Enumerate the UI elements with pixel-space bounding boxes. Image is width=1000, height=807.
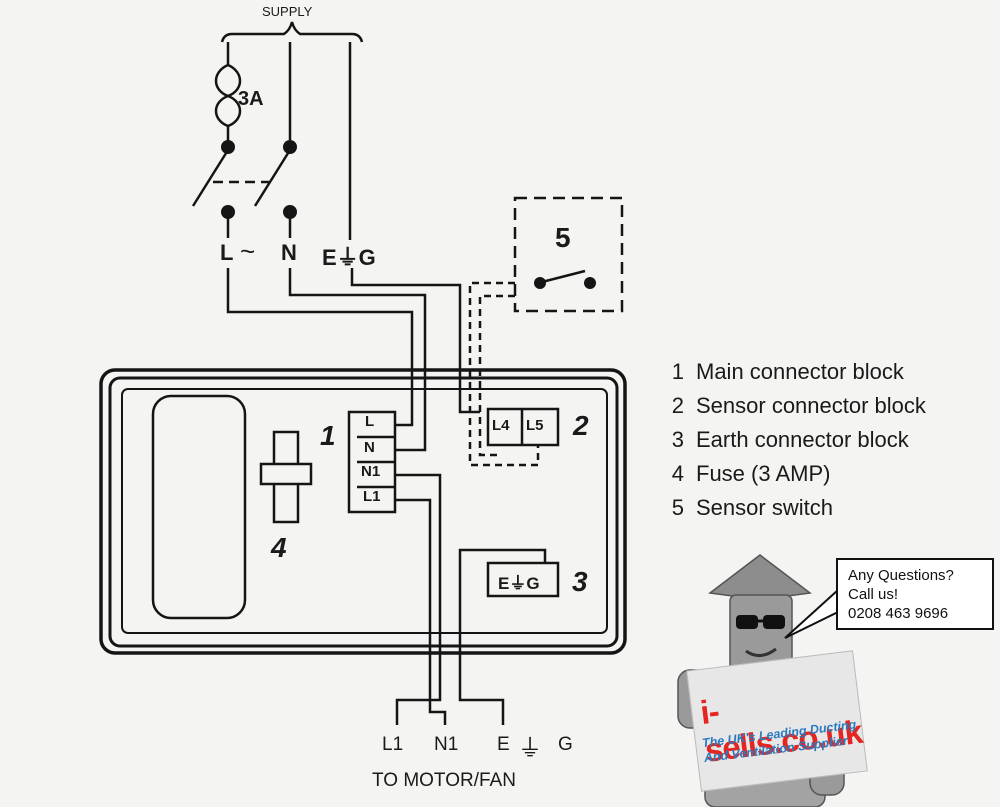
sensor-block-l5: L5 (526, 417, 544, 434)
main-block-n1: N1 (361, 463, 381, 480)
main-block-l: L (365, 413, 375, 430)
legend-number: 4 (671, 461, 684, 486)
fuse-symbol (214, 63, 242, 128)
tilde-symbol: ~ (240, 236, 256, 266)
terminal-l-label: L (220, 240, 234, 265)
phone-number: 0208 463 9696 (848, 605, 949, 622)
main-block-n: N (364, 439, 375, 456)
legend-text: Sensor switch (696, 495, 833, 520)
main-block-l1: L1 (363, 488, 381, 505)
callout-1: 1 (320, 420, 336, 451)
sensor-box-number: 5 (555, 222, 571, 253)
brand-sign: i-sells.co.uk The UK's Leading Ducting A… (686, 650, 868, 792)
fuse-rating-label: 3A (238, 88, 264, 110)
bubble-line-2: Call us! (848, 586, 899, 603)
callout-4: 4 (271, 532, 287, 563)
legend-number: 1 (671, 359, 684, 384)
legend-item: 4 Fuse (3 AMP) (668, 457, 926, 491)
legend: 1 Main connector block 2 Sensor connector … (668, 355, 926, 525)
supply-label: SUPPLY (262, 4, 313, 19)
contact-speech-bubble: Any Questions? Call us! 0208 463 9696 (836, 558, 994, 630)
callout-3: 3 (572, 566, 588, 597)
legend-text: Main connector block (696, 359, 904, 384)
motor-terminal-n1: N1 (434, 734, 459, 755)
legend-number: 3 (671, 427, 684, 452)
motor-terminal-l1: L1 (382, 734, 404, 755)
bubble-line-1: Any Questions? (848, 567, 954, 584)
earth-block-label: E⏚G (498, 574, 540, 593)
legend-item: 2 Sensor connector block (668, 389, 926, 423)
terminal-n-label: N (281, 240, 297, 265)
supply-bracket (220, 21, 364, 43)
terminal-eg-label: E⏚G (322, 245, 376, 270)
bubble-pointer (784, 590, 840, 639)
earth-connector-block (486, 561, 560, 598)
legend-number: 2 (671, 393, 684, 418)
legend-item: 5 Sensor switch (668, 491, 926, 525)
sensor-block-l4: L4 (492, 417, 510, 434)
legend-text: Fuse (3 AMP) (696, 461, 831, 486)
legend-item: 3 Earth connector block (668, 423, 926, 457)
motor-label: TO MOTOR/FAN (372, 770, 516, 791)
legend-item: 1 Main connector block (668, 355, 926, 389)
motor-terminal-e: E (497, 734, 510, 755)
earth-symbol: ⏚ (518, 735, 542, 762)
motor-terminal-g: G (558, 734, 573, 755)
legend-number: 5 (671, 495, 684, 520)
legend-text: Earth connector block (696, 427, 909, 452)
callout-2: 2 (573, 410, 589, 441)
sensor-switch-box (513, 196, 624, 313)
legend-text: Sensor connector block (696, 393, 926, 418)
